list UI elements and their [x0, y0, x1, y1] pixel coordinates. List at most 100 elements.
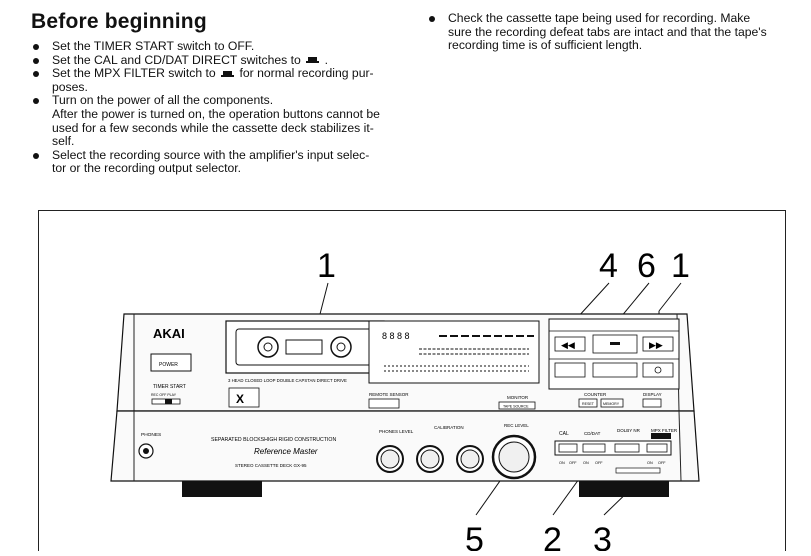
- timer-start-switch-knob: [165, 399, 172, 404]
- timer-start-positions: REC OFF PLAY: [151, 393, 177, 397]
- cal-off-label: OFF: [569, 461, 577, 465]
- dolby-logo-strip: [615, 467, 661, 474]
- level-meter-bars: [384, 348, 529, 372]
- cd-dat-off-label: OFF: [595, 461, 603, 465]
- phones-label: PHONES: [141, 432, 161, 438]
- monitor-label: MONITOR: [507, 395, 529, 400]
- instruction-text: Set the MPX FILTER switch to: [52, 66, 216, 81]
- rec-level-label: REC LEVEL: [504, 423, 529, 428]
- instruction-text: Select the recording source with the amp…: [52, 147, 370, 162]
- right-reel-hub-icon: [336, 342, 346, 352]
- level-meter-display: [368, 320, 540, 384]
- dolby-nr-switch[interactable]: [614, 443, 640, 453]
- instruction-text: Turn on the power of all the components.: [52, 93, 274, 108]
- dolby-x-icon: X: [236, 392, 244, 406]
- cal-switch[interactable]: [558, 443, 578, 453]
- instruction-item: Set the MPX FILTER switch to for normal …: [31, 66, 411, 94]
- callout-3: 3: [593, 521, 612, 551]
- instruction-text: .: [324, 52, 328, 67]
- stop-button[interactable]: [554, 362, 586, 378]
- instruction-text: Set the TIMER START switch to OFF.: [52, 39, 255, 53]
- cd-dat-on-label: ON: [583, 461, 589, 465]
- cd-dat-direct-switch[interactable]: [582, 443, 606, 453]
- instruction-item: Select the recording source with the amp…: [31, 147, 411, 176]
- instruction-item: Set the CAL and CD/DAT DIRECT switches t…: [31, 52, 411, 68]
- left-reel-hub-icon: [263, 342, 273, 352]
- instruction-text: After the power is turned on, the operat…: [52, 106, 380, 121]
- remote-sensor-window: [368, 398, 400, 409]
- calibration-bias-knob-cap: [460, 449, 480, 469]
- display-button[interactable]: [642, 398, 662, 408]
- bullet-icon: [33, 98, 39, 105]
- callout-1-top-right: 1: [671, 247, 690, 285]
- bullet-icon: [33, 44, 39, 50]
- brand-logo: AKAI: [153, 326, 185, 341]
- tape-source-label: TAPE SOURCE: [503, 405, 529, 409]
- callout-6: 6: [637, 247, 656, 285]
- cal-on-label: ON: [559, 461, 565, 465]
- callout-5: 5: [465, 521, 484, 551]
- counter-memory-button[interactable]: [600, 398, 624, 408]
- monitor-switch[interactable]: [498, 401, 536, 410]
- instruction-text: recording time is of sufficient length.: [448, 38, 643, 53]
- instruction-text: tor or the recording output selector.: [52, 161, 242, 176]
- fast-forward-button[interactable]: [642, 336, 674, 352]
- instruction-list-right: Check the cassette tape being used for r…: [427, 11, 797, 53]
- instruction-text: sure the recording defeat tabs are intac…: [448, 24, 767, 39]
- mpx-filter-label: MPX FILTER: [651, 428, 678, 433]
- power-button[interactable]: [150, 353, 192, 372]
- tape-window: [285, 339, 323, 355]
- bullet-icon: [33, 71, 39, 78]
- dolby-logo: [228, 387, 260, 408]
- rec-level-knob-cap: [498, 441, 530, 473]
- phones-level-knob-cap: [380, 449, 400, 469]
- deck-lower-panel: [110, 410, 700, 482]
- instruction-text: used for a few seconds while the cassett…: [52, 120, 374, 135]
- left-foot: [182, 481, 262, 497]
- callout-1-top-left: 1: [317, 247, 336, 285]
- model-script-label: Reference Master: [254, 447, 318, 456]
- calibration-level-knob-cap: [420, 449, 440, 469]
- mpx-filter-switch[interactable]: [646, 443, 668, 453]
- mpx-on-label: ON: [647, 461, 653, 465]
- dolby-badge: [651, 433, 671, 439]
- bullet-icon: [429, 16, 435, 22]
- instruction-text: self.: [52, 134, 75, 149]
- dolby-nr-label: DOLBY NR: [617, 428, 641, 433]
- cd-dat-switch-label: CD/DAT: [584, 431, 601, 436]
- counter-label: COUNTER: [584, 392, 607, 397]
- record-button[interactable]: [592, 362, 638, 378]
- instruction-text: for normal recording pur-: [239, 66, 374, 81]
- deck-right-edge: [678, 410, 682, 482]
- right-foot: [579, 481, 669, 497]
- bullet-icon: [33, 57, 39, 64]
- fast-forward-icon: ▶▶: [649, 340, 663, 350]
- power-label: POWER: [159, 362, 178, 368]
- construction-label: SEPARATED BLOCKSHIGH RIGID CONSTRUCTION: [211, 437, 336, 443]
- callout-4: 4: [599, 247, 618, 285]
- instruction-text: Check the cassette tape being used for r…: [448, 11, 751, 25]
- phones-jack-hole-icon: [143, 448, 149, 454]
- drive-mechanism-label: 3 HEAD CLOSED LOOP DOUBLE CAPSTAN DIRECT…: [228, 378, 347, 383]
- cassette-deck-illustration: 1 4 6 1 5 2 3 AKAI POWER TIMER START REC…: [110, 247, 700, 556]
- tape-counter-digits: 8 8 8 8: [382, 331, 410, 341]
- switch-position-symbol-icon: [306, 57, 320, 64]
- memory-label: MEMORY: [603, 402, 620, 406]
- section-heading: Before beginning: [31, 10, 207, 33]
- pause-icon: [654, 366, 662, 374]
- calibration-label: CALIBRATION: [434, 425, 464, 430]
- instruction-item: Check the cassette tape being used for r…: [427, 11, 797, 53]
- counter-reset-button[interactable]: [578, 398, 598, 408]
- rewind-icon: ◀◀: [561, 340, 575, 350]
- bullet-icon: [33, 152, 39, 159]
- instruction-item: Set the TIMER START switch to OFF.: [31, 39, 411, 54]
- instruction-list-left: Set the TIMER START switch to OFF. Set t…: [31, 39, 411, 176]
- callout-2: 2: [543, 521, 562, 551]
- timer-start-label: TIMER START: [153, 384, 186, 390]
- switch-position-symbol-icon: [221, 70, 235, 77]
- remote-sensor-label: REMOTE SENSOR: [369, 392, 409, 397]
- rewind-button[interactable]: [554, 336, 586, 352]
- reset-label: RESET: [582, 402, 595, 406]
- display-label: DISPLAY: [643, 392, 662, 397]
- phones-level-label: PHONES LEVEL: [379, 429, 414, 434]
